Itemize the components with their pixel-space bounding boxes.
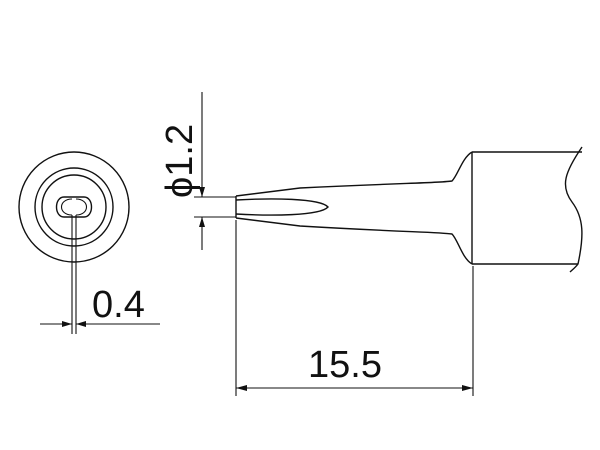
tip-face-right-loop <box>75 198 88 216</box>
side-view <box>235 146 583 273</box>
length-dimension <box>235 220 474 396</box>
diameter-arrow-bottom <box>199 217 205 227</box>
break-line <box>564 146 583 273</box>
tip-face-left-loop <box>60 198 73 216</box>
thickness-label: 0.4 <box>92 284 145 326</box>
chisel-groove <box>235 198 329 216</box>
diameter-arrow-top <box>199 187 205 197</box>
thickness-arrow-right <box>76 321 86 327</box>
taper-top <box>235 151 473 197</box>
diameter-label: ϕ1.2 <box>159 124 201 198</box>
end-view-middle-circle <box>34 167 114 247</box>
tip-face-outline <box>55 196 93 218</box>
end-view-outer-circle <box>18 151 130 263</box>
diameter-dimension <box>194 92 236 250</box>
length-label: 15.5 <box>308 344 382 386</box>
taper-bottom <box>235 217 473 265</box>
length-arrow-right <box>462 385 473 391</box>
length-arrow-left <box>236 385 247 391</box>
thickness-arrow-left <box>62 321 72 327</box>
end-view-inner-circle <box>41 174 107 240</box>
end-view <box>18 151 160 334</box>
